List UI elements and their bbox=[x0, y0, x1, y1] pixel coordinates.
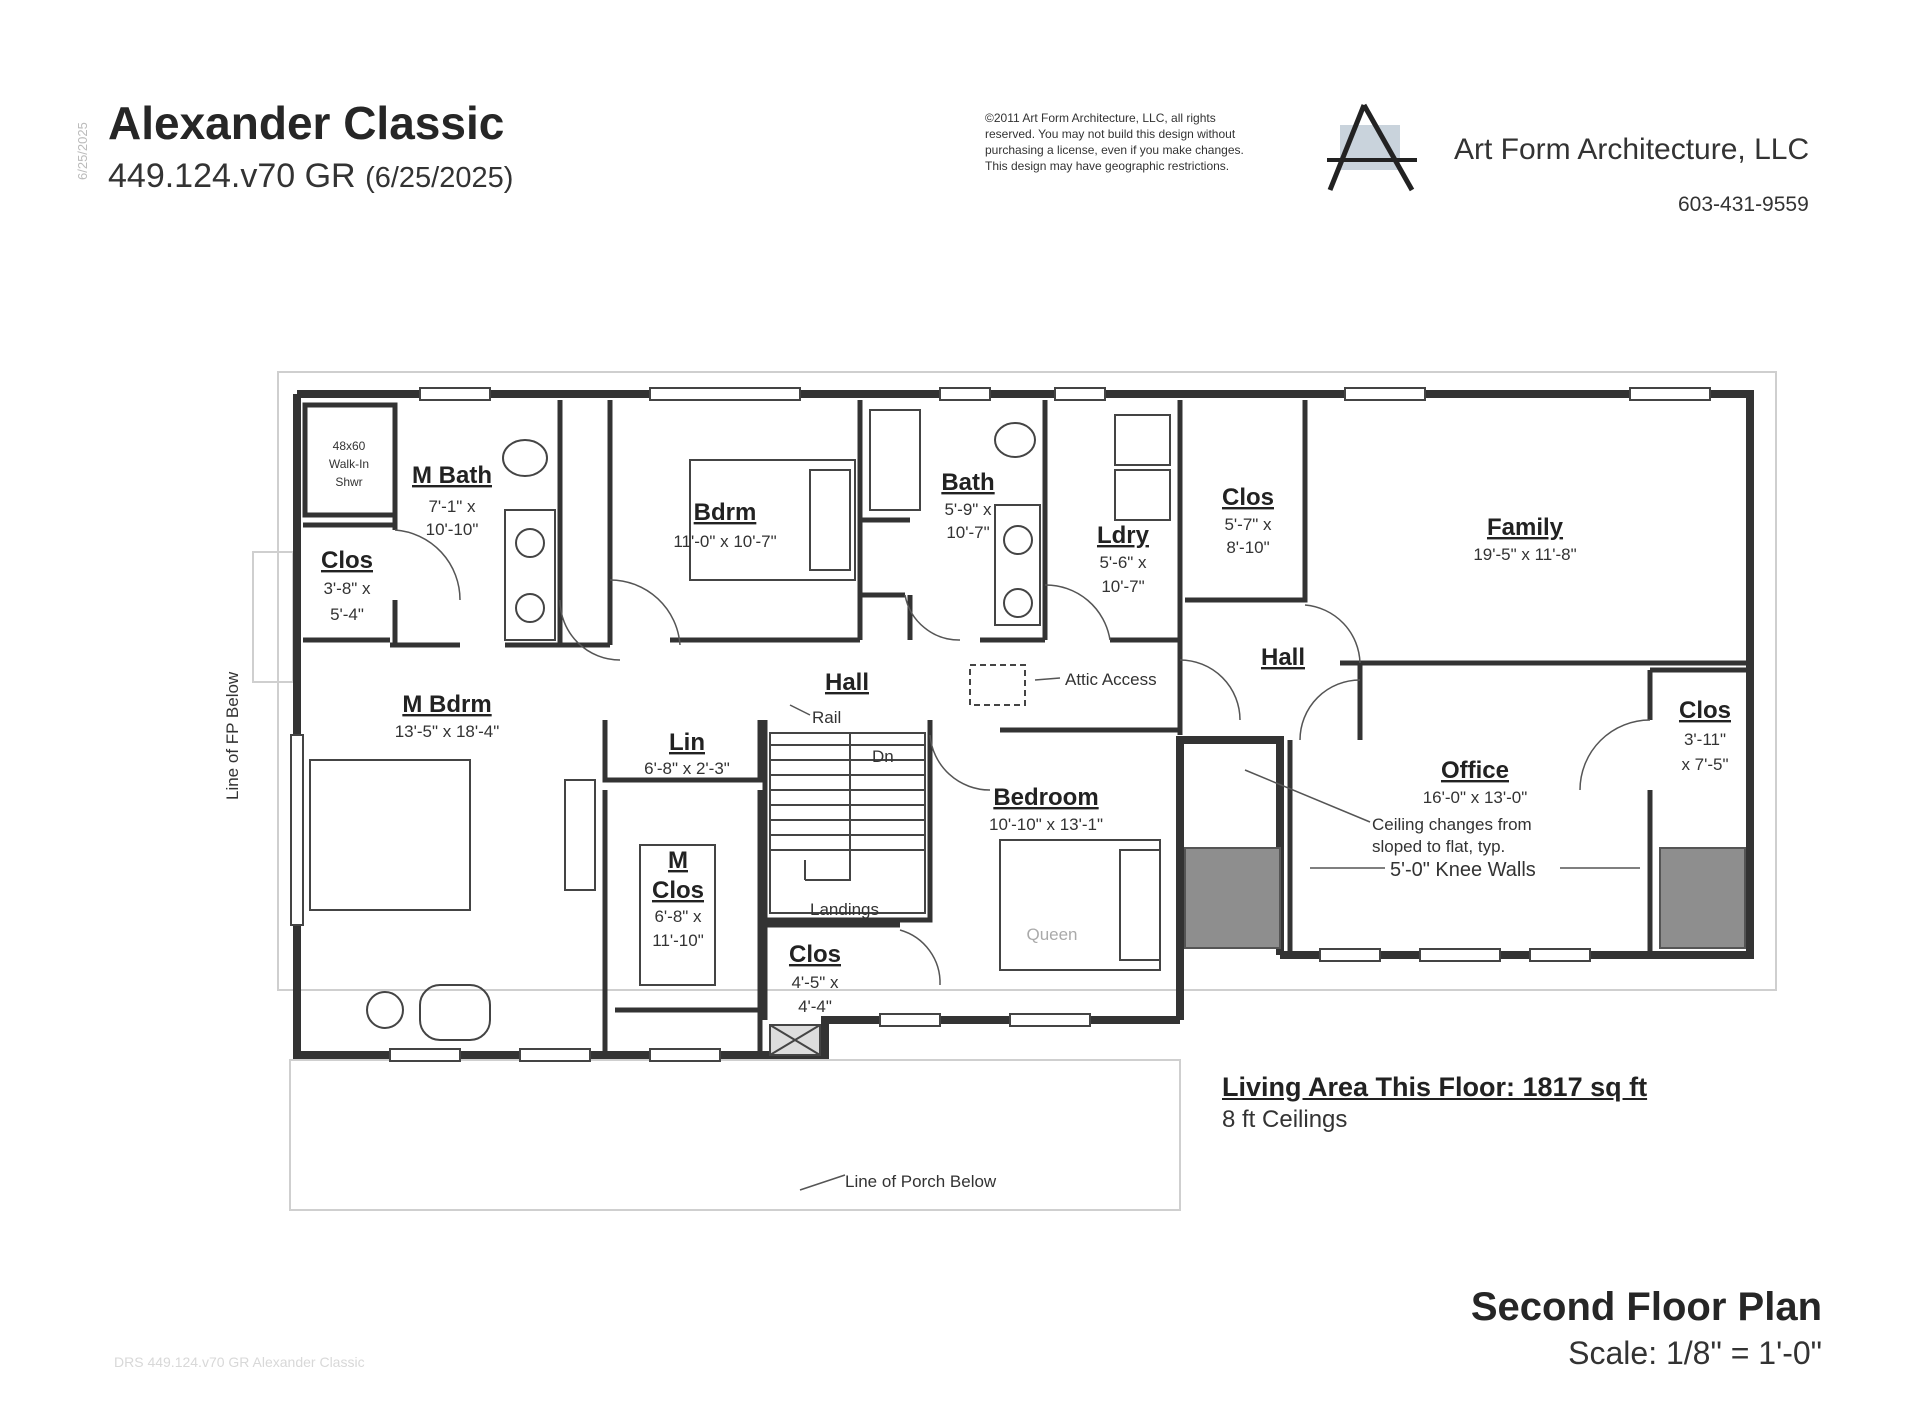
room-dim: 6'-8" x bbox=[654, 907, 702, 926]
copyright-line: reserved. You may not build this design … bbox=[985, 127, 1236, 141]
porch-outline bbox=[289, 1059, 1181, 1211]
room-name-bath: Bath bbox=[941, 469, 994, 496]
room-name-family: Family bbox=[1487, 514, 1564, 541]
plan-date: (6/25/2025) bbox=[365, 162, 514, 194]
shower-label: 48x60 bbox=[333, 439, 366, 453]
room-dim: 5'-9" x bbox=[944, 500, 992, 519]
room-dim: 7'-1" x bbox=[428, 497, 476, 516]
roof-outline bbox=[277, 371, 1777, 991]
room-dim: 5'-7" x bbox=[1224, 515, 1272, 534]
watermark: DRS 449.124.v70 GR Alexander Classic bbox=[114, 1354, 365, 1370]
ceiling-note: Ceiling changes from bbox=[1372, 815, 1532, 834]
stairs bbox=[769, 732, 926, 914]
ceiling-height: 8 ft Ceilings bbox=[1222, 1106, 1348, 1133]
ceiling-note: sloped to flat, typ. bbox=[1372, 837, 1505, 856]
rail-note: Rail bbox=[812, 708, 841, 727]
firm-phone: 603-431-9559 bbox=[1678, 193, 1809, 216]
room-name-lin: Lin bbox=[669, 729, 705, 756]
room-name-clos: Clos bbox=[1222, 484, 1274, 511]
copyright-line: ©2011 Art Form Architecture, LLC, all ri… bbox=[985, 111, 1216, 125]
room-name-clos: Clos bbox=[321, 547, 373, 574]
room-dim: 3'-11" bbox=[1684, 730, 1726, 749]
attic-access-note: Attic Access bbox=[1065, 670, 1157, 689]
copyright-notice: ©2011 Art Form Architecture, LLC, all ri… bbox=[985, 110, 1325, 174]
room-dim: 13'-5" x 18'-4" bbox=[395, 722, 500, 741]
room-dim: 11'-0" x 10'-7" bbox=[673, 532, 776, 551]
room-dim: 5'-4" bbox=[330, 605, 364, 624]
room-name-mbath: M Bath bbox=[412, 462, 492, 489]
room-dim: 11'-10" bbox=[652, 931, 704, 950]
room-dim: 10'-10" x 13'-1" bbox=[989, 815, 1103, 834]
floor-plan-title: Second Floor Plan bbox=[1470, 1285, 1822, 1329]
room-dim: 19'-5" x 11'-8" bbox=[1473, 545, 1576, 564]
bed-label: Queen bbox=[1026, 925, 1077, 944]
copyright-line: This design may have geographic restrict… bbox=[985, 159, 1230, 173]
fireplace-outline bbox=[252, 551, 294, 683]
room-dim: 8'-10" bbox=[1226, 538, 1269, 557]
room-dim: 4'-5" x bbox=[791, 973, 839, 992]
fireplace-note: Line of FP Below bbox=[223, 671, 242, 800]
room-name-ldry: Ldry bbox=[1097, 522, 1150, 549]
room-name-office: Office bbox=[1441, 757, 1509, 784]
landings-note: Landings bbox=[810, 900, 879, 919]
firm-name: Art Form Architecture, LLC bbox=[1454, 133, 1810, 166]
room-dim: x 7'-5" bbox=[1681, 755, 1728, 774]
room-name-hall: Hall bbox=[1261, 644, 1305, 671]
room-dim: 6'-8" x 2'-3" bbox=[644, 759, 730, 778]
firm-logo-icon bbox=[1327, 103, 1417, 192]
room-name-clos: Clos bbox=[1679, 697, 1731, 724]
room-name-mbdrm: M Bdrm bbox=[402, 691, 491, 718]
room-name-hall: Hall bbox=[825, 669, 869, 696]
room-name-bdrm: Bdrm bbox=[694, 499, 757, 526]
room-dim: 4'-4" bbox=[798, 997, 832, 1016]
porch-note: Line of Porch Below bbox=[845, 1172, 997, 1191]
shower-label: Shwr bbox=[335, 475, 362, 489]
room-dim: 5'-6" x bbox=[1099, 553, 1147, 572]
room-dim: 3'-8" x bbox=[323, 579, 371, 598]
plan-scale: Scale: 1/8" = 1'-0" bbox=[1568, 1335, 1822, 1371]
room-dim: 10'-7" bbox=[1101, 577, 1144, 596]
knee-wall-note: 5'-0" Knee Walls bbox=[1390, 859, 1536, 881]
plan-title: Alexander Classic bbox=[108, 97, 505, 149]
room-name-mclos: Clos bbox=[652, 877, 704, 904]
living-area: Living Area This Floor: 1817 sq ft bbox=[1222, 1072, 1648, 1102]
plan-code: 449.124.v70 GR bbox=[108, 157, 356, 195]
room-name-clos: Clos bbox=[789, 941, 841, 968]
room-dim: 16'-0" x 13'-0" bbox=[1423, 788, 1528, 807]
room-dim: 10'-7" bbox=[946, 523, 989, 542]
room-name-bedroom: Bedroom bbox=[993, 784, 1098, 811]
copyright-line: purchasing a license, even if you make c… bbox=[985, 143, 1244, 157]
shower-label: Walk-In bbox=[329, 457, 369, 471]
room-name-mclos: M bbox=[668, 847, 688, 874]
room-dim: 10'-10" bbox=[426, 520, 479, 539]
down-note: Dn bbox=[872, 747, 894, 766]
plan-subtitle: 449.124.v70 GR (6/25/2025) bbox=[108, 157, 513, 196]
